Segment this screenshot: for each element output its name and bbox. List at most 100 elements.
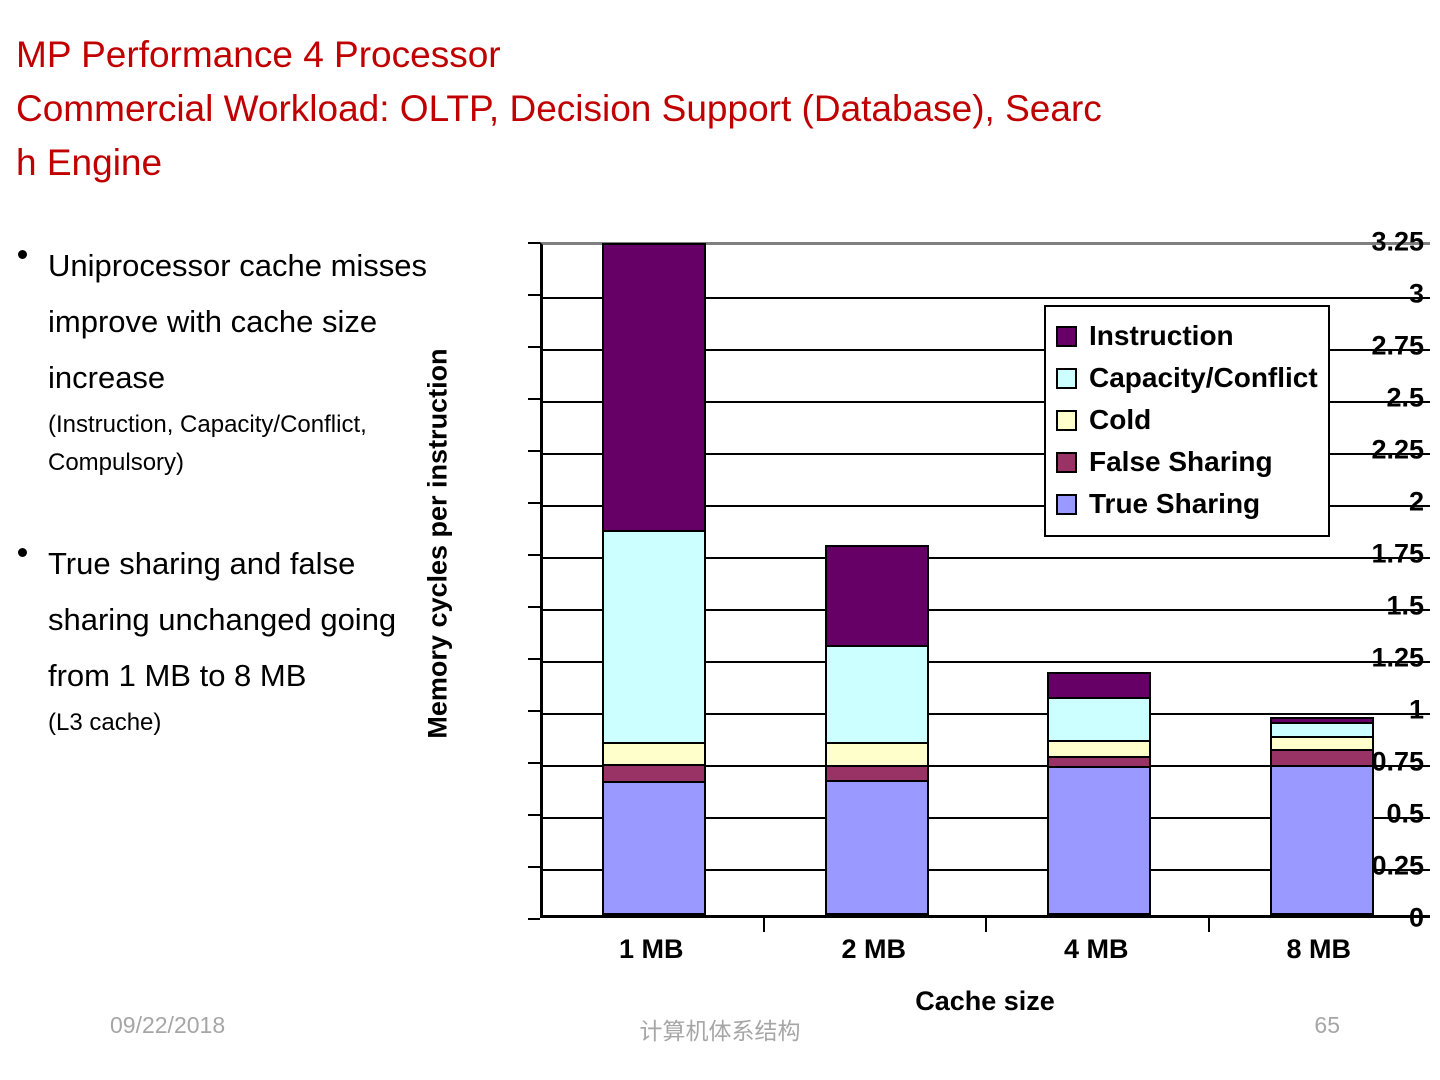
y-axis-tick-mark <box>528 398 540 400</box>
list-item: True sharing and false sharing unchanged… <box>10 536 450 742</box>
y-axis-tick-mark <box>528 710 540 712</box>
y-axis-tick-label: 3 <box>1408 278 1424 309</box>
gridline <box>543 297 1430 299</box>
legend-item-instruction[interactable]: Instruction <box>1056 315 1318 357</box>
x-axis-tick-mark <box>1207 918 1210 932</box>
bar-segment-capacity-conflict <box>1269 721 1374 737</box>
x-axis-tick-label: 4 MB <box>1063 934 1129 964</box>
x-axis-title: Cache size <box>915 986 1055 1016</box>
bar-segment-false-sharing <box>1269 748 1374 766</box>
bullet-2-main: True sharing and false sharing unchanged… <box>48 546 397 693</box>
legend-label: False Sharing <box>1089 446 1273 477</box>
x-axis-tick-label: 8 MB <box>1286 934 1351 964</box>
y-axis-tick-mark <box>528 554 540 556</box>
x-axis-tick-label: 1 MB <box>618 934 684 964</box>
bullet-1-main: Uniprocessor cache misses improve with c… <box>48 248 428 395</box>
y-axis-tick-label: 3.25 <box>1371 226 1424 257</box>
bullet-dot-icon <box>18 548 27 557</box>
bar-8-mb <box>1269 717 1374 915</box>
gridline <box>543 401 1430 403</box>
y-axis-tick-mark <box>528 814 540 816</box>
bullet-list: Uniprocessor cache misses improve with c… <box>10 238 450 778</box>
y-axis-tick-mark <box>528 294 540 296</box>
bar-segment-instruction <box>1047 671 1152 697</box>
y-axis-tick-label: 2.25 <box>1371 434 1424 465</box>
legend-swatch-icon <box>1056 367 1077 389</box>
bar-segment-true-sharing <box>1047 766 1152 915</box>
bar-segment-false-sharing <box>824 765 929 780</box>
page-title: MP Performance 4 Processor Commercial Wo… <box>16 28 1416 190</box>
bar-segment-capacity-conflict <box>1047 696 1152 741</box>
bar-segment-instruction <box>602 243 707 531</box>
title-line-2: Commercial Workload: OLTP, Decision Supp… <box>16 88 1102 129</box>
y-axis-tick-mark <box>528 658 540 660</box>
legend-item-cold[interactable]: Cold <box>1056 399 1318 441</box>
bullet-2-sub: (L3 cache) <box>48 709 162 736</box>
slide-footer: 09/22/2018 计算机体系结构 65 <box>0 1012 1440 1058</box>
y-axis-tick-label: 1.25 <box>1371 642 1424 673</box>
y-axis-tick-mark <box>528 502 540 504</box>
gridline <box>543 817 1430 819</box>
y-axis-tick-label: 2 <box>1408 486 1424 517</box>
bar-segment-false-sharing <box>602 764 707 781</box>
bar-segment-capacity-conflict <box>602 530 707 743</box>
bar-segment-instruction <box>1269 717 1374 722</box>
bar-segment-true-sharing <box>602 780 707 915</box>
y-axis-tick-label: 0.75 <box>1371 746 1424 777</box>
bar-segment-true-sharing <box>1269 765 1374 915</box>
bar-segment-true-sharing <box>824 779 929 915</box>
legend-item-capacity-conflict[interactable]: Capacity/Conflict <box>1056 357 1318 399</box>
y-axis-tick-label: 0.5 <box>1386 798 1424 829</box>
gridline <box>543 661 1430 663</box>
list-item: Uniprocessor cache misses improve with c… <box>10 238 450 482</box>
x-axis-tick-label: 2 MB <box>841 934 906 964</box>
y-axis-tick-label: 2.5 <box>1386 382 1424 413</box>
footer-page-number: 65 <box>1314 1012 1340 1038</box>
bar-2-mb <box>824 544 929 915</box>
bar-segment-capacity-conflict <box>824 644 929 743</box>
legend-swatch-icon <box>1056 325 1077 347</box>
y-axis-tick-mark <box>528 450 540 452</box>
title-line-3: h Engine <box>16 142 163 183</box>
y-axis-tick-mark <box>528 918 540 920</box>
gridline <box>543 713 1430 715</box>
gridline <box>543 349 1430 351</box>
bar-4-mb <box>1047 671 1152 915</box>
y-axis-tick-mark <box>528 346 540 348</box>
legend-label: Capacity/Conflict <box>1089 362 1318 393</box>
bar-segment-cold <box>1047 740 1152 756</box>
bullet-1-sub: (Instruction, Capacity/Conflict, Compuls… <box>48 411 367 476</box>
footer-date: 09/22/2018 <box>110 1012 226 1038</box>
bar-segment-instruction <box>824 544 929 645</box>
gridline <box>543 453 1430 455</box>
y-axis-tick-label: 1 <box>1408 694 1424 725</box>
bar-segment-cold <box>1269 736 1374 749</box>
bar-segment-cold <box>602 742 707 765</box>
y-axis-tick-mark <box>528 242 540 244</box>
legend-label: Cold <box>1089 404 1152 435</box>
y-axis-tick-label: 1.5 <box>1386 590 1424 621</box>
legend-item-false-sharing[interactable]: False Sharing <box>1056 441 1318 483</box>
title-line-1: MP Performance 4 Processor <box>16 34 501 75</box>
gridline <box>543 869 1430 871</box>
bar-segment-cold <box>824 742 929 766</box>
bullet-dot-icon <box>18 250 27 259</box>
y-axis-tick-label: 2.75 <box>1371 330 1424 361</box>
y-axis-title: Memory cycles per instruction <box>422 348 453 739</box>
x-axis-tick-mark <box>762 918 765 932</box>
y-axis-tick-mark <box>528 606 540 608</box>
gridline <box>543 765 1430 767</box>
y-axis-tick-label: 1.75 <box>1371 538 1424 569</box>
gridline <box>543 505 1430 507</box>
legend-swatch-icon <box>1056 493 1077 515</box>
bar-1-mb <box>602 243 707 915</box>
y-axis-tick-mark <box>528 866 540 868</box>
y-axis-tick-mark <box>528 762 540 764</box>
legend-swatch-icon <box>1056 451 1077 473</box>
legend-item-true-sharing[interactable]: True Sharing <box>1056 483 1318 525</box>
y-axis-tick-label: 0.25 <box>1371 850 1424 881</box>
bar-segment-false-sharing <box>1047 755 1152 767</box>
footer-center-text: 计算机体系结构 <box>639 1018 801 1044</box>
legend-swatch-icon <box>1056 409 1077 431</box>
x-axis-tick-mark <box>985 918 987 932</box>
